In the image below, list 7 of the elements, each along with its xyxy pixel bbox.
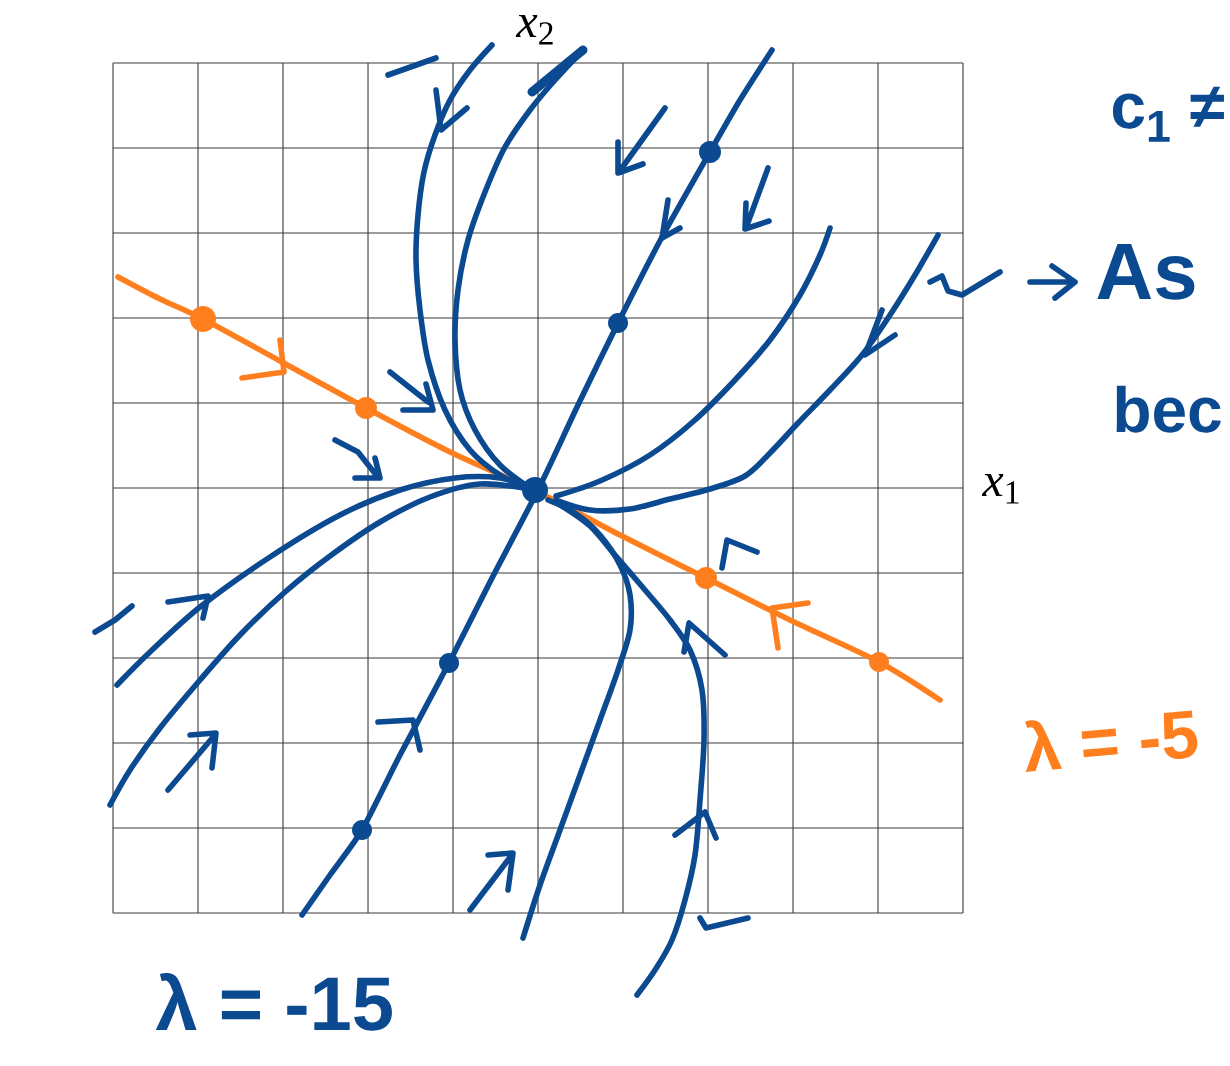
eigenvalue-label: λ = -15 (155, 973, 392, 1031)
axis-label: x$_{1}$ (981, 474, 1019, 504)
handwritten-note: As (1097, 244, 1195, 300)
eigenvalue-label: λ = -5 (1025, 710, 1198, 772)
axis-label: x$_{2}$ (515, 15, 553, 45)
handwritten-note: c$_{1}$ ≠ (1112, 86, 1224, 142)
handwritten-note: bec (1116, 385, 1221, 433)
